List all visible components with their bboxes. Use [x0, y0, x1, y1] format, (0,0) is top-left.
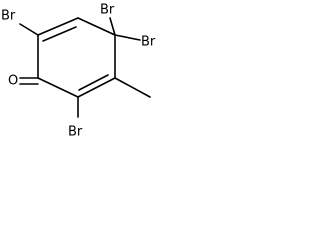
bond-c1-br: [19, 23, 39, 36]
ring-bond-c1-c2: [37, 17, 79, 36]
ring-bond-c5-c6: [37, 77, 79, 98]
ring-bond-c2-c3: [77, 17, 116, 36]
atom-label-br-top-left: Br: [1, 9, 16, 24]
atom-label-br-top-right-b: Br: [141, 35, 156, 50]
atom-label-br-top-right-a: Br: [100, 3, 115, 18]
molecule-structure-diagram: Br Br Br Br O: [1, 3, 156, 140]
bond-c4-methyl: [114, 77, 151, 98]
ring-bond-c4-c5-inner: [78, 74, 109, 91]
bond-c3-br-b: [114, 34, 141, 41]
atom-label-br-bottom: Br: [68, 125, 83, 140]
atom-label-oxygen: O: [8, 74, 18, 89]
bond-c3-br-a: [109, 17, 116, 36]
ring-bond-c1-c2-inner: [42, 26, 77, 42]
ring-bond-c4-c5: [77, 77, 116, 98]
